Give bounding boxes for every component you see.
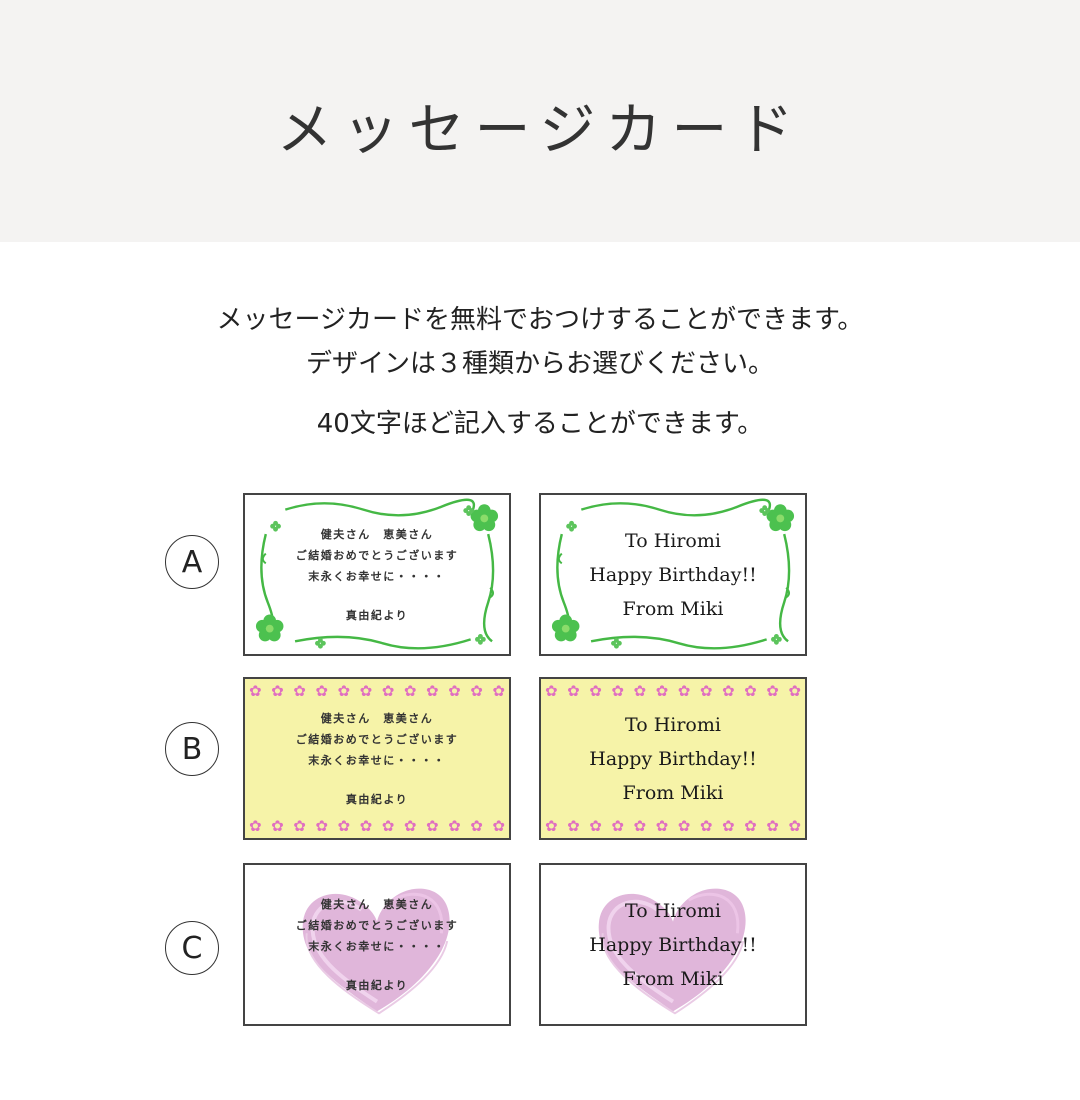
flower-icon: ✿ xyxy=(315,817,328,835)
en-message: Happy Birthday!! xyxy=(589,933,757,956)
design-b-english-sample: ✿✿✿✿✿✿✿✿✿✿✿✿ To Hiromi Happy Birthday!! … xyxy=(539,677,807,840)
flower-icon: ✿ xyxy=(655,817,669,835)
jp-greeting-congrats: ご結婚おめでとうございます xyxy=(295,918,459,932)
flower-icon: ✿ xyxy=(766,682,779,700)
jp-greeting-congrats: ご結婚おめでとうございます xyxy=(295,732,459,746)
flower-icon: ✿ xyxy=(470,682,483,700)
flower-icon: ✿ xyxy=(448,817,461,835)
flower-icon: ✿ xyxy=(567,817,580,835)
flower-icon: ✿ xyxy=(611,682,624,700)
character-limit-note: 40文字ほど記入することができます。 xyxy=(316,409,764,439)
page-header: メッセージカード xyxy=(0,0,1080,242)
intro-text: メッセージカードを無料でおつけすることができます。 デザインは３種類からお選びく… xyxy=(0,298,1080,446)
flower-icon: ✿ xyxy=(448,682,461,700)
design-b-label: B xyxy=(165,722,219,776)
flower-icon: ✿ xyxy=(337,682,351,700)
design-c-japanese-sample: 健夫さん 恵美さん ご結婚おめでとうございます 末永くお幸せに・・・・ 真由紀よ… xyxy=(243,863,511,1026)
en-message: Happy Birthday!! xyxy=(589,563,757,586)
flower-icon: ✿ xyxy=(633,817,647,835)
jp-signature: 真由紀より xyxy=(345,792,409,806)
flower-icon: ✿ xyxy=(492,682,505,700)
en-recipient: To Hiromi xyxy=(625,899,721,922)
flower-icon: ✿ xyxy=(293,817,306,835)
flower-icon: ✿ xyxy=(359,817,373,835)
flower-icon: ✿ xyxy=(293,682,306,700)
flower-icon: ✿ xyxy=(470,817,483,835)
flower-border-bottom: ✿ ✿ ✿ ✿ ✿ ✿ ✿ ✿ ✿ ✿ ✿ ✿ xyxy=(249,816,505,836)
flower-icon: ✿ xyxy=(722,682,735,700)
flower-icon: ✿ xyxy=(567,682,580,700)
jp-greeting-names: 健夫さん 恵美さん xyxy=(320,897,434,911)
flower-icon: ✿ xyxy=(426,682,439,700)
flower-icon: ✿ xyxy=(766,817,779,835)
flower-icon: ✿ xyxy=(788,682,801,700)
flower-icon: ✿ xyxy=(403,682,417,700)
design-c-english-sample: To Hiromi Happy Birthday!! From Miki xyxy=(539,863,807,1026)
en-recipient: To Hiromi xyxy=(625,529,721,552)
flower-icon: ✿ xyxy=(359,682,373,700)
en-sender: From Miki xyxy=(622,781,724,804)
flower-icon: ✿ xyxy=(633,682,647,700)
en-message: Happy Birthday!! xyxy=(589,747,757,770)
design-b-japanese-sample: ✿ ✿ ✿ ✿ ✿ ✿ ✿ ✿ ✿ ✿ ✿ ✿ 健夫さん 恵美さん ご結婚おめでとうございます 末永く… xyxy=(243,677,511,840)
flower-icon: ✿ xyxy=(337,817,351,835)
jp-greeting-names: 健夫さん 恵美さん xyxy=(320,711,434,725)
flower-icon: ✿ xyxy=(545,817,558,835)
flower-icon: ✿ xyxy=(315,682,328,700)
en-sender: From Miki xyxy=(622,597,724,620)
flower-border-top: ✿ ✿ ✿ ✿ ✿ ✿ ✿ ✿ ✿ ✿ ✿ ✿ xyxy=(249,681,505,701)
flower-icon: ✿ xyxy=(589,682,602,700)
en-sender: From Miki xyxy=(622,967,724,990)
flower-icon: ✿ xyxy=(271,682,284,700)
flower-icon: ✿ xyxy=(403,817,417,835)
flower-icon: ✿ xyxy=(677,817,691,835)
flower-icon: ✿ xyxy=(249,682,262,700)
flower-icon: ✿ xyxy=(677,682,691,700)
jp-greeting-wish: 末永くお幸せに・・・・ xyxy=(308,569,446,583)
flower-icon: ✿ xyxy=(722,817,735,835)
flower-border-bottom: ✿ ✿ ✿ ✿ ✿ ✿ ✿ ✿ ✿ ✿ ✿ ✿ xyxy=(545,816,801,836)
flower-icon: ✿ xyxy=(699,817,713,835)
jp-greeting-names: 健夫さん 恵美さん xyxy=(320,527,434,541)
flower-icon: ✿ xyxy=(655,682,669,700)
design-a-english-sample: To Hiromi Happy Birthday!! From Miki xyxy=(539,493,807,656)
flower-icon: ✿ xyxy=(492,817,505,835)
flower-icon: ✿ xyxy=(744,817,757,835)
design-a-japanese-sample: 健夫さん 恵美さん ご結婚おめでとうございます 末永くお幸せに・・・・ 真由紀よ… xyxy=(243,493,511,656)
intro-line-2: デザインは３種類からお選びください。 xyxy=(305,349,774,379)
flower-icon: ✿ xyxy=(788,817,801,835)
page-title: メッセージカード xyxy=(276,97,804,163)
flower-icon: ✿ xyxy=(611,817,624,835)
flower-border-top: ✿ ✿ ✿ ✿ ✿ ✿ ✿ ✿ ✿ ✿ ✿ ✿ xyxy=(545,681,801,701)
flower-icon: ✿ xyxy=(271,817,284,835)
design-a-label: A xyxy=(165,535,219,589)
design-c-label: C xyxy=(165,921,219,975)
flower-icon: ✿ xyxy=(381,817,395,835)
flower-icon: ✿ xyxy=(589,817,602,835)
en-recipient: To Hiromi xyxy=(625,713,721,736)
jp-greeting-wish: 末永くお幸せに・・・・ xyxy=(308,753,446,767)
flower-icon: ✿ xyxy=(249,817,262,835)
flower-icon: ✿ xyxy=(699,682,713,700)
jp-greeting-congrats: ご結婚おめでとうございます xyxy=(295,548,459,562)
jp-signature: 真由紀より xyxy=(345,978,409,992)
flower-icon: ✿ xyxy=(426,817,439,835)
flower-icon: ✿ xyxy=(744,682,757,700)
flower-icon: ✿ xyxy=(381,682,395,700)
jp-signature: 真由紀より xyxy=(345,608,409,622)
flower-icon: ✿ xyxy=(545,682,558,700)
intro-line-1: メッセージカードを無料でおつけすることができます。 xyxy=(216,305,864,335)
jp-greeting-wish: 末永くお幸せに・・・・ xyxy=(308,939,446,953)
